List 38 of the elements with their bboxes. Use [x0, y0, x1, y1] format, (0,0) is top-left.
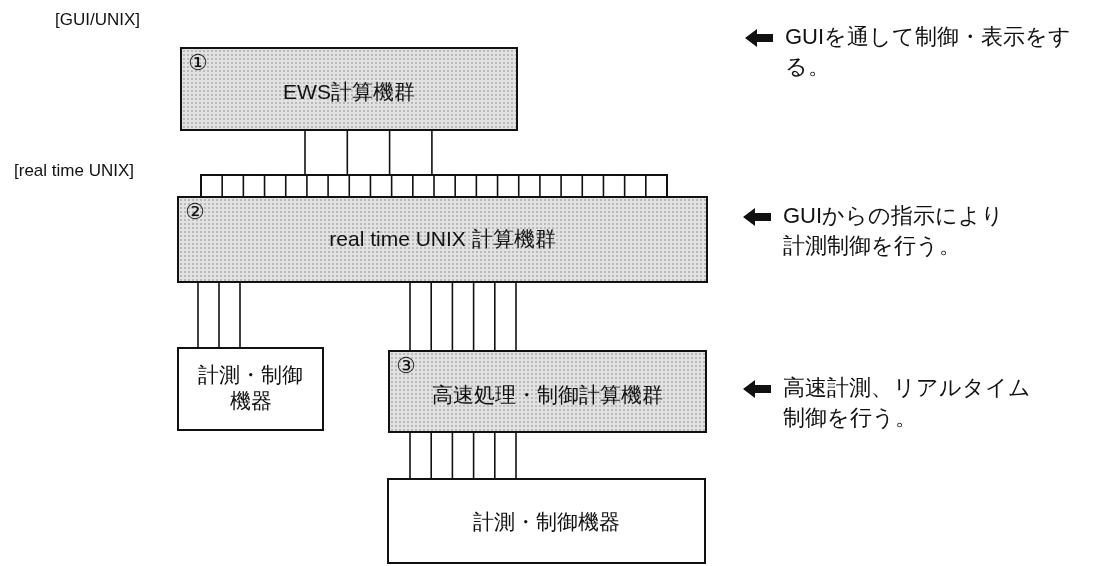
connection-line [388, 130, 391, 175]
connection-line [472, 282, 475, 351]
section-label: [real time UNIX] [14, 161, 134, 181]
connection-line [409, 432, 411, 479]
connection-line [472, 432, 475, 479]
process-box [387, 478, 706, 564]
connection-line [451, 432, 454, 479]
process-box [177, 196, 708, 283]
connection-line [197, 282, 199, 348]
box-label: 計測・制御機器 [472, 509, 621, 535]
callout-number: ② [185, 200, 205, 224]
connection-line [431, 130, 433, 175]
annotation-text: GUIからの指示により計測制御を行う。 [783, 201, 1011, 261]
annotation-text: GUIを通して制御・表示をする。 [785, 22, 1105, 82]
connection-line [239, 282, 241, 348]
section-label: [GUI/UNIX] [55, 10, 140, 30]
callout-number: ① [188, 51, 208, 75]
connection-line [430, 432, 432, 479]
connection-line [409, 282, 411, 351]
annotation-text: 高速計測、リアルタイム制御を行う。 [783, 373, 1037, 433]
connection-line [451, 282, 454, 351]
connection-line [346, 130, 349, 175]
process-box [388, 350, 707, 433]
box-label: 高速処理・制御計算機群 [431, 382, 664, 408]
connection-line [494, 432, 496, 479]
connection-line [515, 282, 517, 351]
process-box [177, 347, 324, 431]
connection-line [515, 432, 517, 479]
callout-number: ③ [396, 354, 416, 378]
box-label: EWS計算機群 [282, 79, 416, 105]
connection-line [494, 282, 496, 351]
connection-line [430, 282, 432, 351]
bus-connector [200, 174, 668, 197]
connection-line [218, 282, 220, 348]
connection-line [304, 130, 306, 175]
box-label: real time UNIX 計算機群 [328, 226, 557, 252]
box-label: 計測・制御機器 [197, 362, 304, 414]
process-box [180, 47, 518, 131]
